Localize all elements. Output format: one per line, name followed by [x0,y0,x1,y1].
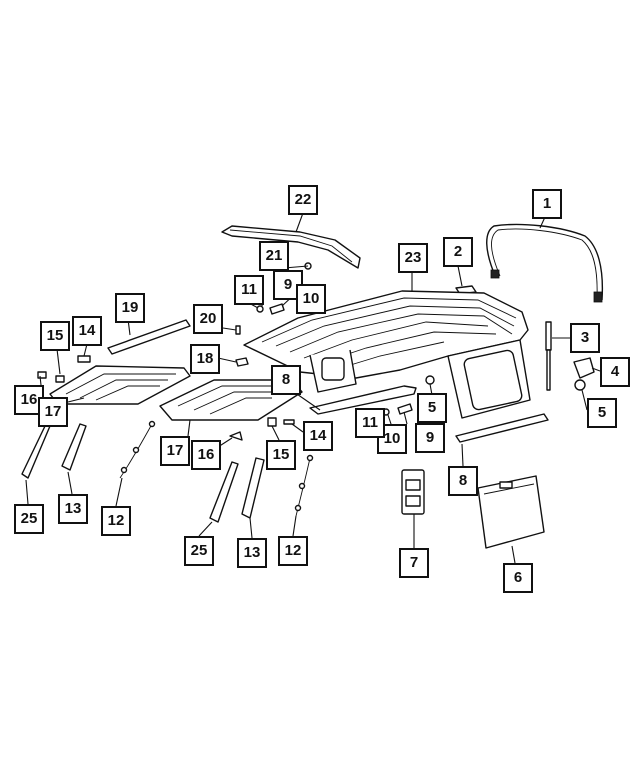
pillar-trims-left [21,420,156,479]
callout-13-center[interactable]: 13 [237,538,267,568]
callout-17-left[interactable]: 17 [38,397,68,427]
callout-13-left[interactable]: 13 [58,494,88,524]
callout-22[interactable]: 22 [288,185,318,215]
trim-strip-part [107,319,191,355]
fastener-part-5b [574,379,586,391]
callout-19[interactable]: 19 [115,293,145,323]
callout-21[interactable]: 21 [259,241,289,271]
clip-part-18 [235,357,249,367]
callout-25-center[interactable]: 25 [184,536,214,566]
callout-8-upper[interactable]: 8 [271,365,301,395]
callout-14-left[interactable]: 14 [72,316,102,346]
bracket-assembly-part [401,469,425,515]
callout-16-center[interactable]: 16 [191,440,221,470]
callout-9-center[interactable]: 9 [415,423,445,453]
callout-18[interactable]: 18 [190,344,220,374]
storage-bag-part [477,475,545,549]
callout-25-left[interactable]: 25 [14,504,44,534]
callout-20[interactable]: 20 [193,304,223,334]
side-rail-part-upper [309,385,417,415]
callout-11-top[interactable]: 11 [234,275,264,305]
callout-5-center[interactable]: 5 [417,393,447,423]
callout-10-top[interactable]: 10 [296,284,326,314]
callout-11-center[interactable]: 11 [355,408,385,438]
callout-15-center[interactable]: 15 [266,440,296,470]
header-trim-part [221,225,361,269]
pillar-trims-center [209,454,314,523]
callout-12-left[interactable]: 12 [101,506,131,536]
callout-8-lower[interactable]: 8 [448,466,478,496]
fastener-part-5a [425,375,435,385]
fastener-part-20 [235,325,241,335]
callout-4[interactable]: 4 [600,357,630,387]
callout-3[interactable]: 3 [570,323,600,353]
headliner-panel-left [49,365,191,405]
callout-2[interactable]: 2 [443,237,473,267]
lift-strut-part [545,321,552,391]
callout-23[interactable]: 23 [398,243,428,273]
small-pieces-left [37,355,91,383]
small-pieces-center [229,417,295,441]
hardtop-roof-part [243,290,531,419]
small-clips-top [256,303,285,315]
weatherstrip-seal-part [486,223,604,303]
callout-17-center[interactable]: 17 [160,436,190,466]
small-clips-center [382,403,413,416]
callout-14-center[interactable]: 14 [303,421,333,451]
callout-15-left[interactable]: 15 [40,321,70,351]
callout-7[interactable]: 7 [399,548,429,578]
callout-6[interactable]: 6 [503,563,533,593]
callout-12-center[interactable]: 12 [278,536,308,566]
callout-1[interactable]: 1 [532,189,562,219]
bar-part-lower [455,413,549,443]
latch-part [573,357,595,379]
callout-5-right[interactable]: 5 [587,398,617,428]
headliner-panel-center [159,379,303,421]
